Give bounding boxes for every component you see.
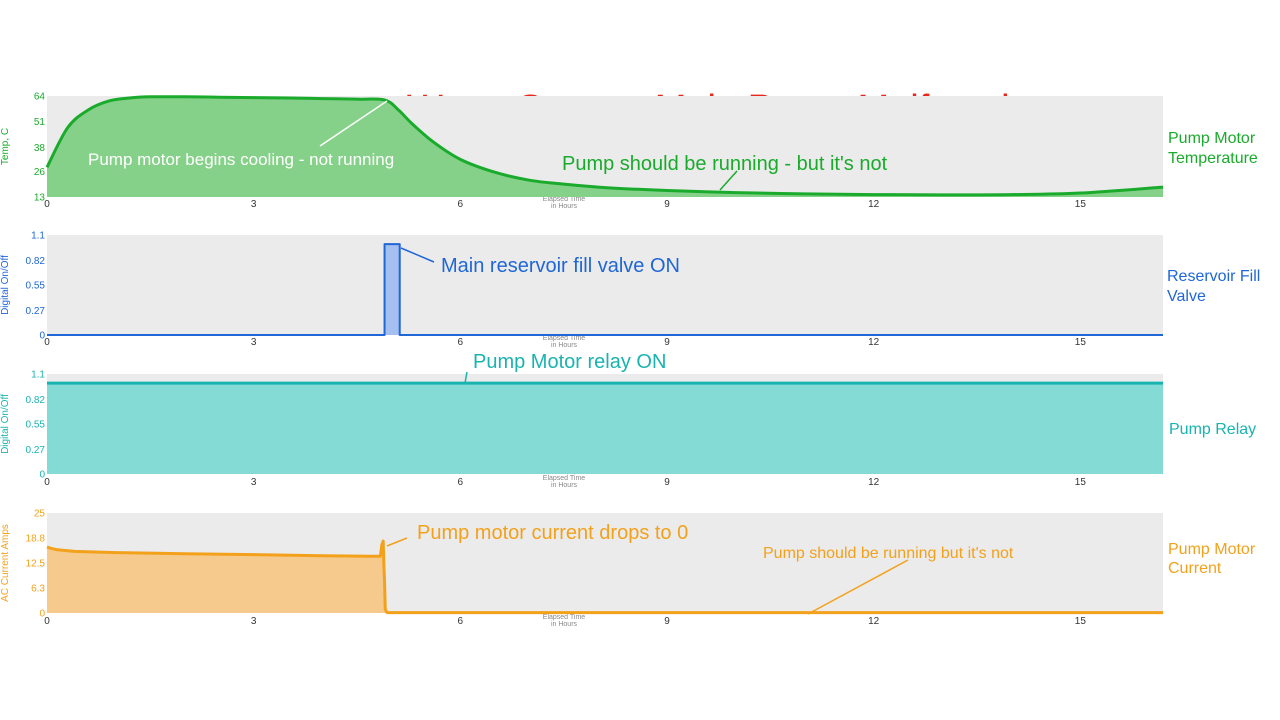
current-xlabel-line-2: in Hours [551, 621, 578, 628]
valve-plot-background [47, 235, 1163, 335]
temp-xlabel-line-2: in Hours [551, 203, 578, 210]
current-ytick-max: 25 [34, 509, 46, 520]
temp-ytick-q3: 51 [34, 117, 46, 128]
relay-ytick-min: 0 [39, 470, 45, 481]
relay-xtick-12: 12 [868, 477, 880, 488]
current-annotation-1-leader [386, 537, 408, 547]
temp-annotation-2-leader [719, 170, 738, 191]
current-ytick-q3: 18.8 [26, 533, 46, 544]
relay-series-area [47, 383, 1163, 474]
current-series-line [46, 539, 1163, 615]
relay-ylabel: Digital On/Off [0, 394, 11, 454]
valve-xtick-0: 0 [44, 337, 50, 348]
valve-ytick-q1: 0.27 [26, 306, 46, 317]
valve-xtick-9: 9 [664, 337, 670, 348]
current-xtick-3: 3 [251, 616, 257, 627]
valve-ylabel: Digital On/Off [0, 255, 11, 315]
temp-series-area [47, 96, 1163, 197]
valve-ytick-max: 1.1 [31, 231, 45, 242]
valve-ytick-mid: 0.55 [26, 281, 46, 292]
temp-xtick-3: 3 [251, 199, 257, 210]
valve-xlabel-line-2: in Hours [551, 342, 578, 349]
relay-ytick-q3: 0.82 [26, 395, 46, 406]
current-xtick-12: 12 [868, 616, 880, 627]
valve-annotation-1: Main reservoir fill valve ON [441, 255, 680, 277]
temp-xtick-9: 9 [664, 199, 670, 210]
relay-xtick-15: 15 [1075, 477, 1087, 488]
temp-annotation-1-leader [319, 100, 388, 147]
temp-series-label-line-2: Temperature [1168, 150, 1258, 167]
current-series-area [47, 541, 1163, 613]
valve-series-line [47, 243, 1163, 336]
relay-annotation-1: Pump Motor relay ON [473, 351, 666, 373]
temp-xtick-12: 12 [868, 199, 880, 210]
relay-series-label-line-1: Pump Relay [1169, 421, 1256, 438]
temp-ytick-max: 64 [34, 92, 46, 103]
valve-xlabel-line-1: Elapsed Time [543, 335, 586, 342]
temp-xtick-0: 0 [44, 199, 50, 210]
temp-series-label-line-1: Pump Motor [1168, 130, 1256, 147]
current-xtick-15: 15 [1075, 616, 1087, 627]
valve-ytick-min: 0 [39, 331, 45, 342]
relay-xtick-6: 6 [458, 477, 464, 488]
valve-ytick-q3: 0.82 [26, 256, 46, 267]
temp-ytick-min: 13 [34, 193, 46, 204]
relay-ytick-mid: 0.55 [26, 420, 46, 431]
valve-xtick-6: 6 [458, 337, 464, 348]
temp-xlabel-line-1: Elapsed Time [543, 196, 586, 203]
valve-series-label-line-2: Valve [1167, 288, 1206, 305]
relay-annotation-1-leader [464, 371, 468, 384]
valve-xtick-12: 12 [868, 337, 880, 348]
relay-ytick-max: 1.1 [31, 370, 45, 381]
temp-annotation-2: Pump should be running - but it's not [562, 153, 888, 175]
valve-xtick-3: 3 [251, 337, 257, 348]
temp-ytick-q1: 26 [34, 167, 46, 178]
temp-xtick-6: 6 [458, 199, 464, 210]
relay-xtick-9: 9 [664, 477, 670, 488]
current-ytick-q1: 6.3 [31, 583, 45, 594]
relay-xtick-3: 3 [251, 477, 257, 488]
current-xlabel-line-1: Elapsed Time [543, 614, 586, 621]
relay-ytick-q1: 0.27 [26, 445, 46, 456]
temp-ylabel: Temp, C [0, 128, 11, 165]
current-series-label-line-2: Current [1168, 560, 1222, 577]
current-ytick-min: 0 [39, 609, 45, 620]
temp-ytick-mid: 38 [34, 143, 46, 154]
valve-series-label-line-1: Reservoir Fill [1167, 268, 1260, 285]
current-xtick-6: 6 [458, 616, 464, 627]
current-series-label-line-1: Pump Motor [1168, 541, 1256, 558]
relay-xlabel-line-1: Elapsed Time [543, 475, 586, 482]
current-ylabel: AC Current Amps [0, 524, 11, 602]
temp-xtick-15: 15 [1075, 199, 1087, 210]
relay-xlabel-line-2: in Hours [551, 482, 578, 489]
valve-xtick-15: 15 [1075, 337, 1087, 348]
valve-annotation-1-leader [400, 247, 435, 263]
current-annotation-2: Pump should be running but it's not [763, 545, 1014, 562]
current-ytick-mid: 12.5 [26, 559, 46, 570]
current-annotation-2-leader [807, 559, 909, 615]
temp-series-line [45, 95, 1164, 197]
temp-annotation-1: Pump motor begins cooling - not running [88, 150, 394, 169]
current-xtick-9: 9 [664, 616, 670, 627]
current-xtick-0: 0 [44, 616, 50, 627]
relay-xtick-0: 0 [44, 477, 50, 488]
current-annotation-1: Pump motor current drops to 0 [417, 522, 688, 544]
